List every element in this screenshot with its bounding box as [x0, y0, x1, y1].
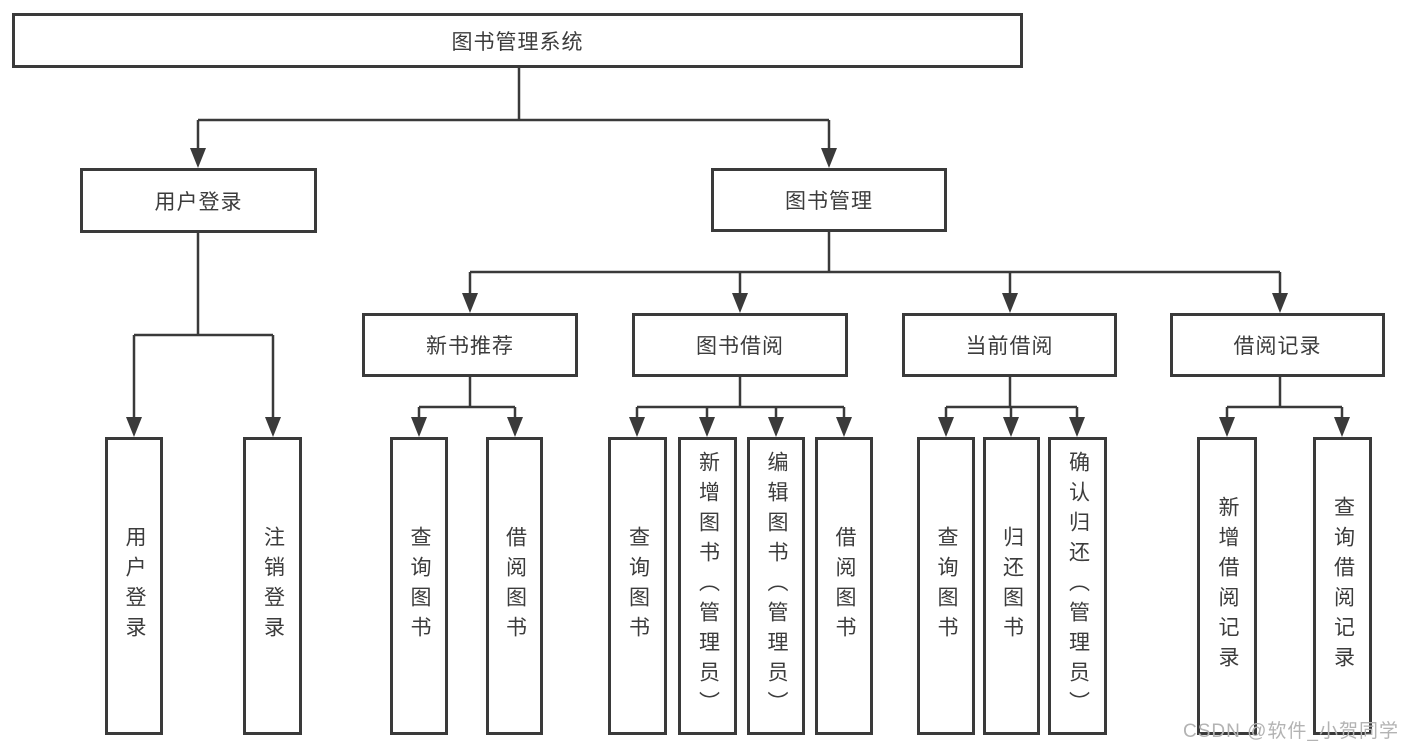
connector-segments: [132, 68, 1344, 419]
node-current-query-books: 查询图书: [917, 437, 975, 735]
node-borrow-records: 借阅记录: [1170, 313, 1385, 377]
node-current-return-books: 归还图书: [983, 437, 1040, 735]
node-new-book-recommend: 新书推荐: [362, 313, 578, 377]
node-current-confirm-return-admin: 确认归还（管理员）: [1048, 437, 1107, 735]
node-records-add-record: 新增借阅记录: [1197, 437, 1257, 735]
csdn-watermark: CSDN @软件_小贺同学: [1183, 721, 1399, 742]
node-borrow-borrow-books: 借阅图书: [815, 437, 873, 735]
node-login-logout: 注销登录: [243, 437, 302, 735]
node-book-borrow: 图书借阅: [632, 313, 848, 377]
node-newbook-query-books: 查询图书: [390, 437, 448, 735]
node-library-system: 图书管理系统: [12, 13, 1023, 68]
node-current-borrow: 当前借阅: [902, 313, 1117, 377]
node-user-login: 用户登录: [80, 168, 317, 233]
node-borrow-add-books-admin: 新增图书（管理员）: [678, 437, 737, 735]
node-records-query-record: 查询借阅记录: [1313, 437, 1372, 735]
node-borrow-query-books: 查询图书: [608, 437, 667, 735]
node-login-user-login: 用户登录: [105, 437, 163, 735]
node-book-management: 图书管理: [711, 168, 947, 232]
node-newbook-borrow-books: 借阅图书: [486, 437, 543, 735]
node-borrow-edit-books-admin: 编辑图书（管理员）: [747, 437, 805, 735]
